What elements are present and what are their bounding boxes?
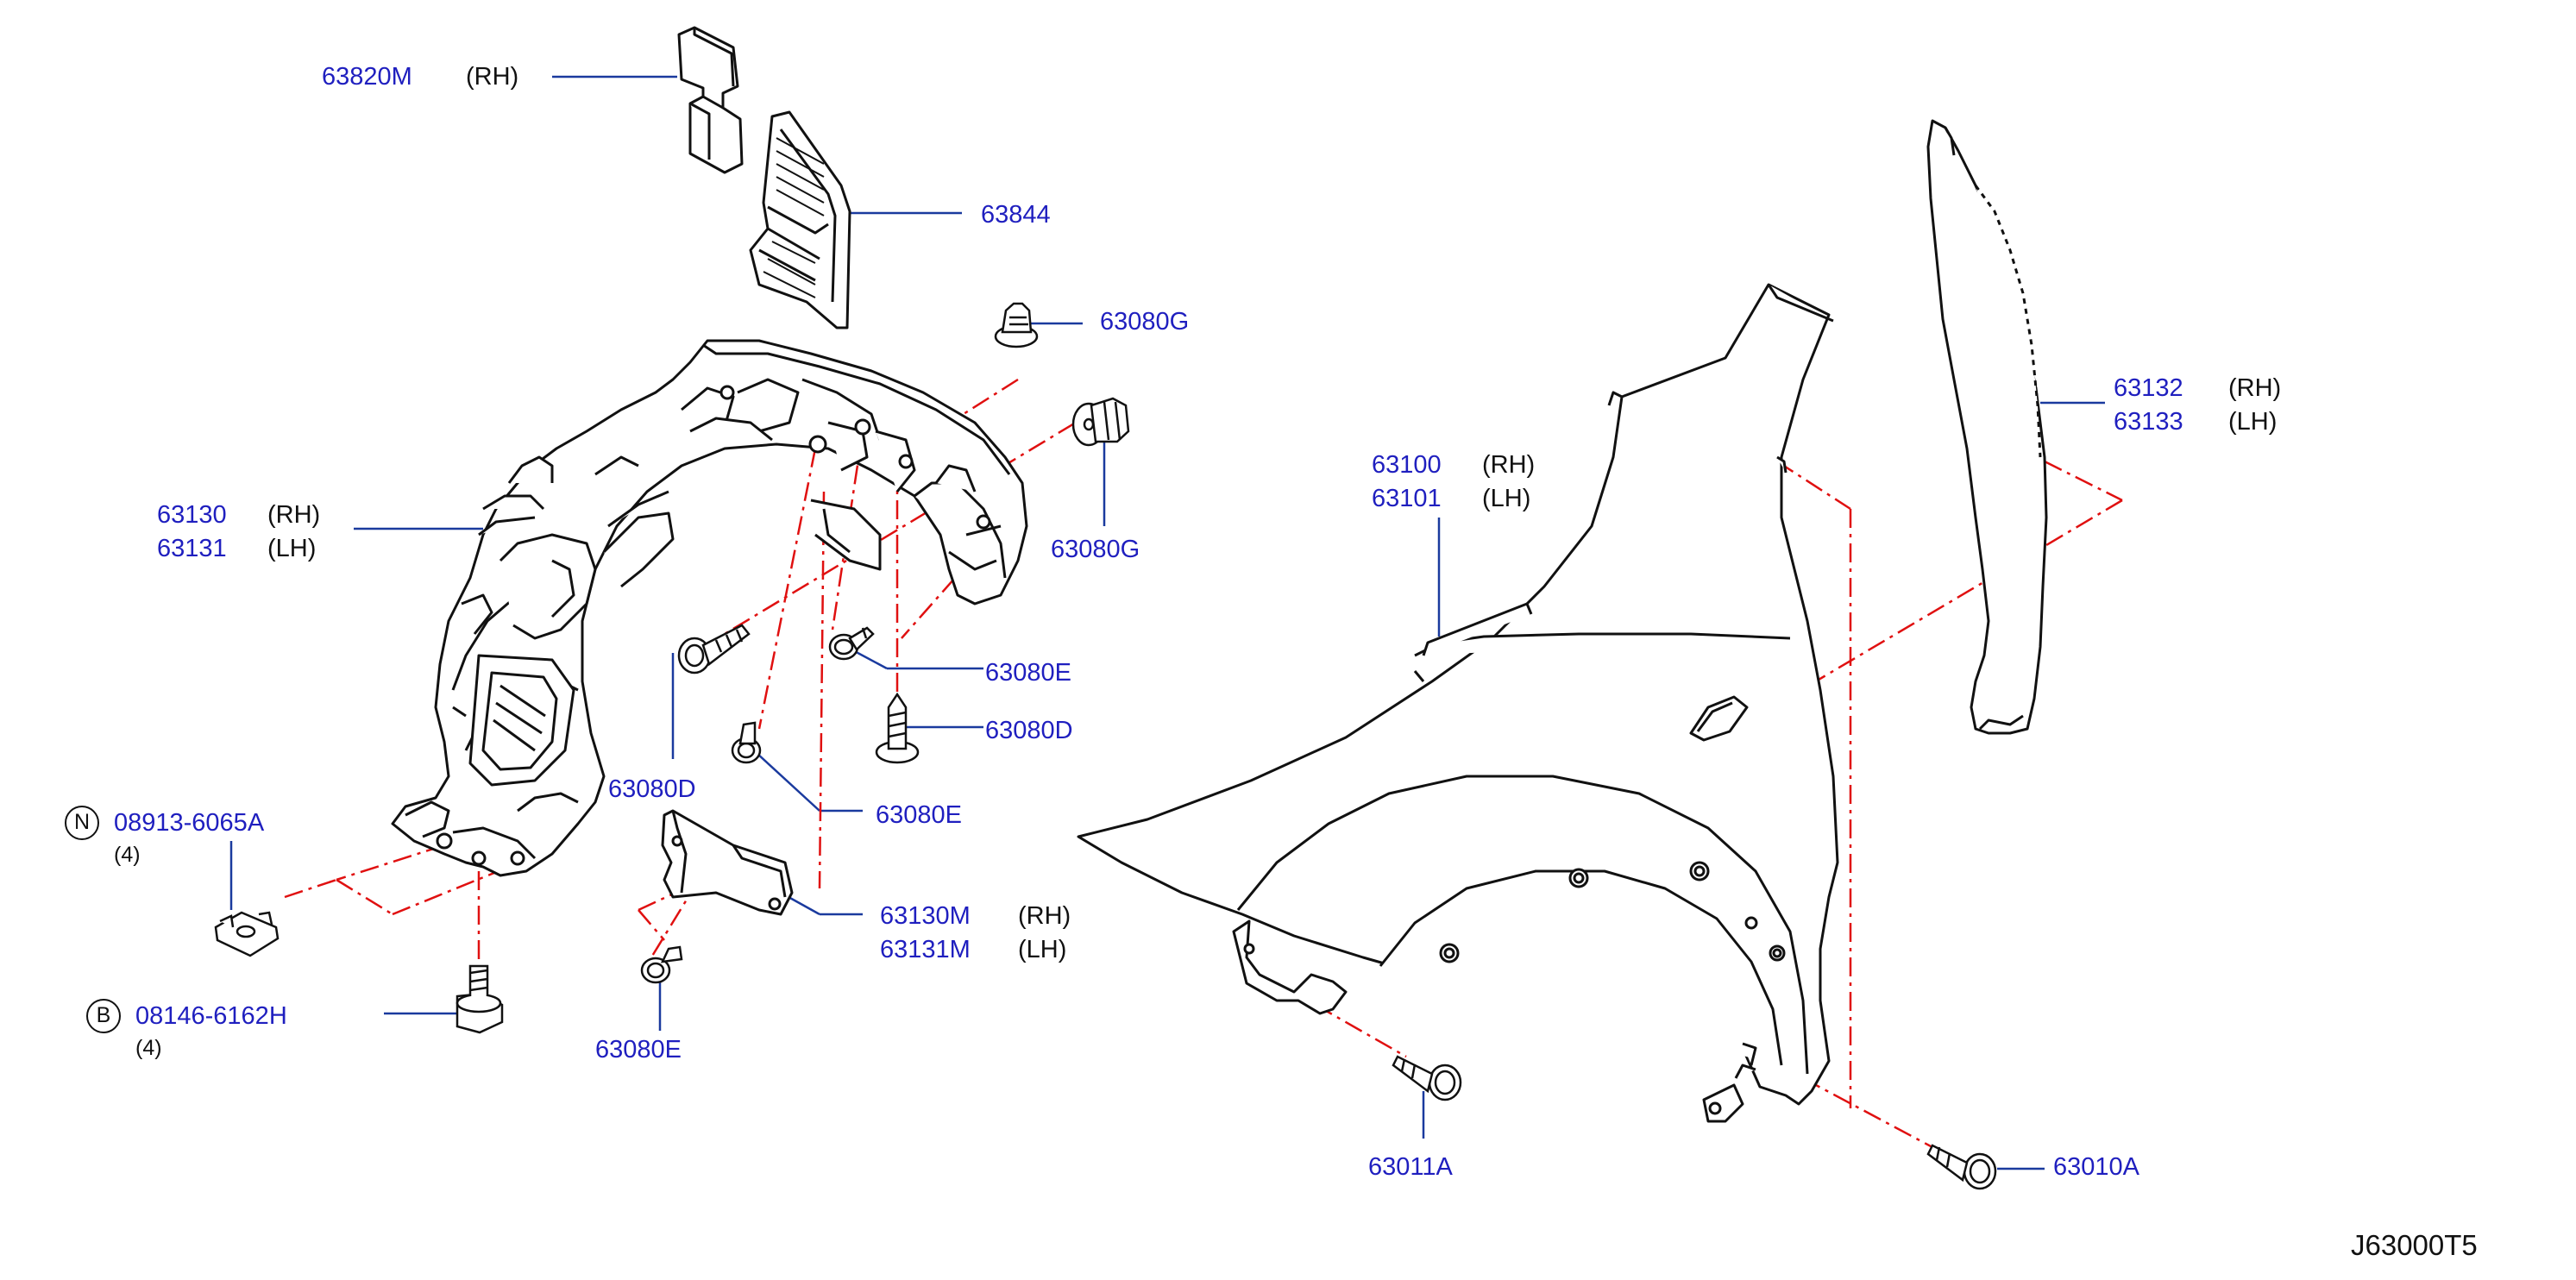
clip-63080G-right-drawing: [1071, 397, 1130, 447]
part-number-63010A[interactable]: 63010A: [2053, 1153, 2139, 1181]
bolt-symbol-B: B: [86, 999, 121, 1033]
part-number-63131M[interactable]: 63131M: [880, 936, 971, 963]
part-number-63080D-right[interactable]: 63080D: [985, 717, 1073, 744]
part-number-63131[interactable]: 63131: [157, 535, 227, 562]
part-number-63130[interactable]: 63130: [157, 501, 227, 529]
part-number-63101[interactable]: 63101: [1372, 485, 1442, 512]
part-number-63011A[interactable]: 63011A: [1368, 1153, 1453, 1181]
part-number-63080D-left[interactable]: 63080D: [608, 775, 696, 803]
quantity-08913: (4): [114, 843, 141, 867]
part-number-63100[interactable]: 63100: [1372, 451, 1442, 479]
bolt-63010A-drawing: [1926, 1144, 1997, 1190]
side-label-63133: (LH): [2228, 408, 2278, 436]
fender-63100-drawing: [1077, 283, 1839, 1123]
part-number-63080G-right[interactable]: 63080G: [1051, 536, 1140, 563]
fender-protector-63130-drawing: [391, 339, 1028, 877]
part-number-63133[interactable]: 63133: [2114, 408, 2183, 436]
screw-63080D-right-drawing: [875, 692, 920, 764]
seal-63132-drawing: [1926, 119, 2048, 735]
side-label-63132: (RH): [2228, 374, 2282, 402]
part-number-63080E-a[interactable]: 63080E: [985, 659, 1071, 687]
part-number-08146-6162H[interactable]: 08146-6162H: [135, 1002, 287, 1030]
clip-63080G-top-drawing: [994, 302, 1039, 348]
screw-63080E-c-drawing: [640, 945, 683, 984]
side-label-63820M: (RH): [466, 63, 519, 91]
quantity-08146: (4): [135, 1036, 162, 1060]
bracket-63820M-drawing: [677, 26, 744, 174]
bolt-08146-drawing: [456, 964, 504, 1034]
side-label-63101: (LH): [1482, 485, 1531, 512]
part-number-63080E-b[interactable]: 63080E: [876, 801, 962, 829]
screw-63080E-a-drawing: [828, 626, 875, 661]
grille-63844-drawing: [749, 110, 851, 329]
side-label-63131: (LH): [267, 535, 317, 562]
screw-63080D-left-drawing: [677, 624, 751, 675]
part-number-63080E-c[interactable]: 63080E: [595, 1036, 682, 1064]
side-label-63130: (RH): [267, 501, 321, 529]
nut-symbol-N: N: [65, 806, 99, 840]
side-label-63100: (RH): [1482, 451, 1536, 479]
part-number-63080G-top[interactable]: 63080G: [1100, 308, 1190, 336]
diagram-code: J63000T5: [2351, 1229, 2478, 1261]
part-number-63130M[interactable]: 63130M: [880, 902, 971, 930]
side-label-63131M: (LH): [1018, 936, 1067, 963]
screw-63080E-b-drawing: [731, 721, 762, 764]
nut-08913-drawing: [214, 911, 280, 957]
bracket-63130M-drawing: [661, 809, 794, 916]
part-number-08913-6065A[interactable]: 08913-6065A: [114, 809, 265, 837]
side-label-63130M: (RH): [1018, 902, 1071, 930]
part-number-63132[interactable]: 63132: [2114, 374, 2183, 402]
bolt-63011A-drawing: [1392, 1055, 1462, 1101]
part-number-63844[interactable]: 63844: [981, 201, 1051, 229]
part-number-63820M[interactable]: 63820M: [322, 63, 412, 91]
